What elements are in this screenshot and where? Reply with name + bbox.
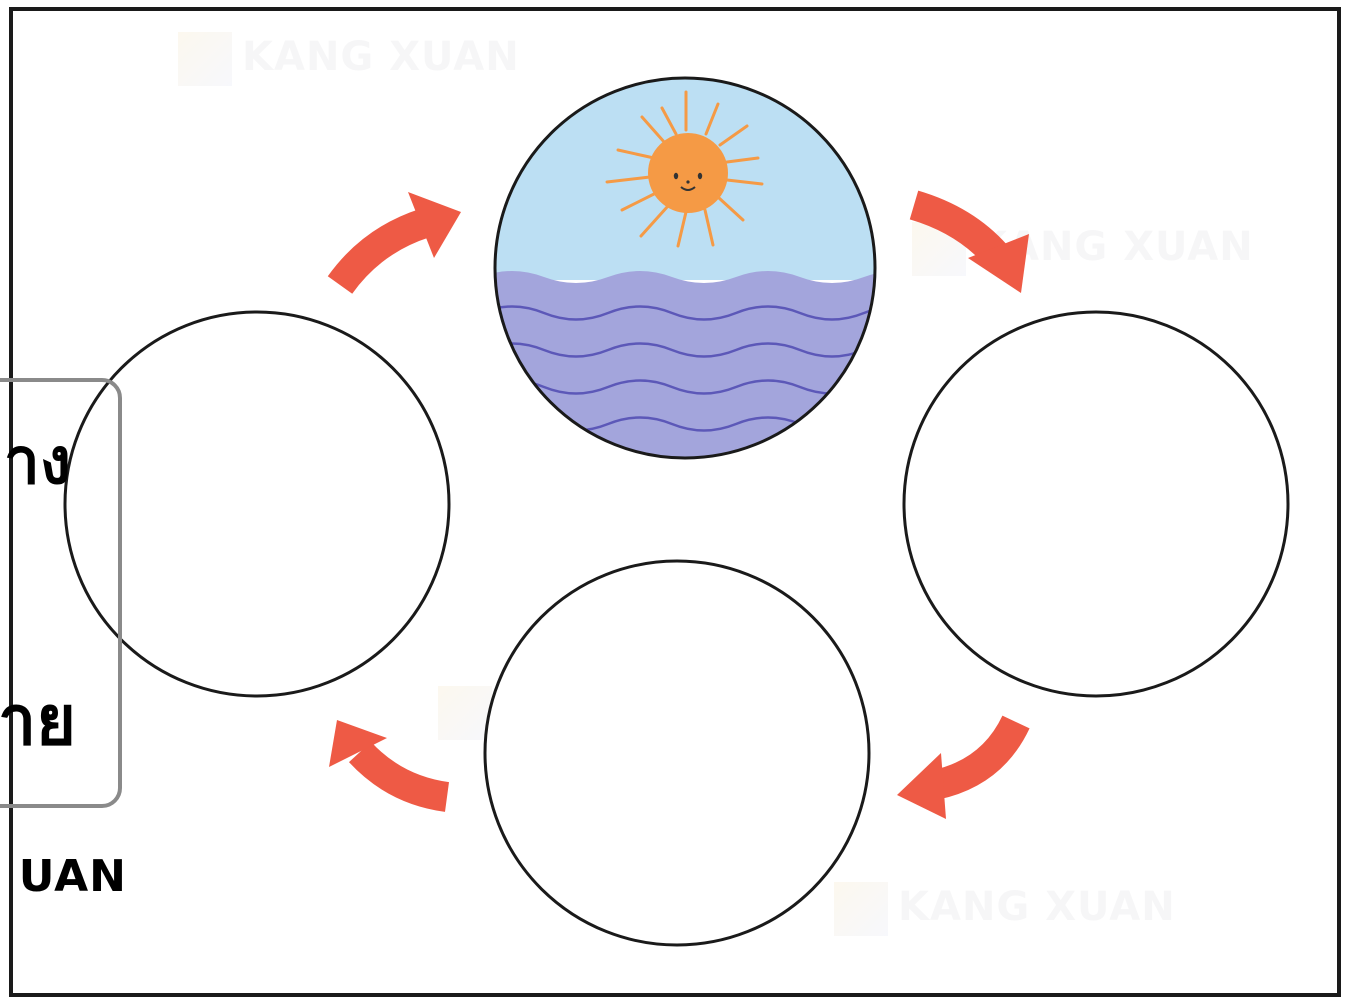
cycle-node-left (65, 312, 449, 696)
cycle-node-right (904, 312, 1288, 696)
overlay-text-line1: าง (4, 430, 71, 494)
cycle-node-top (480, 70, 928, 480)
overlay-text-line3: UAN (19, 855, 127, 899)
arrow-icon-left-to-top (340, 192, 461, 285)
arrow-icon-bottom-to-left (329, 720, 447, 797)
sea (480, 271, 928, 480)
cycle-node-bottom (485, 561, 869, 945)
overlay-text-line2: าย (0, 688, 76, 756)
arrow-icon-right-to-bottom (897, 722, 1016, 819)
arrow-icon-top-to-right (914, 205, 1029, 293)
